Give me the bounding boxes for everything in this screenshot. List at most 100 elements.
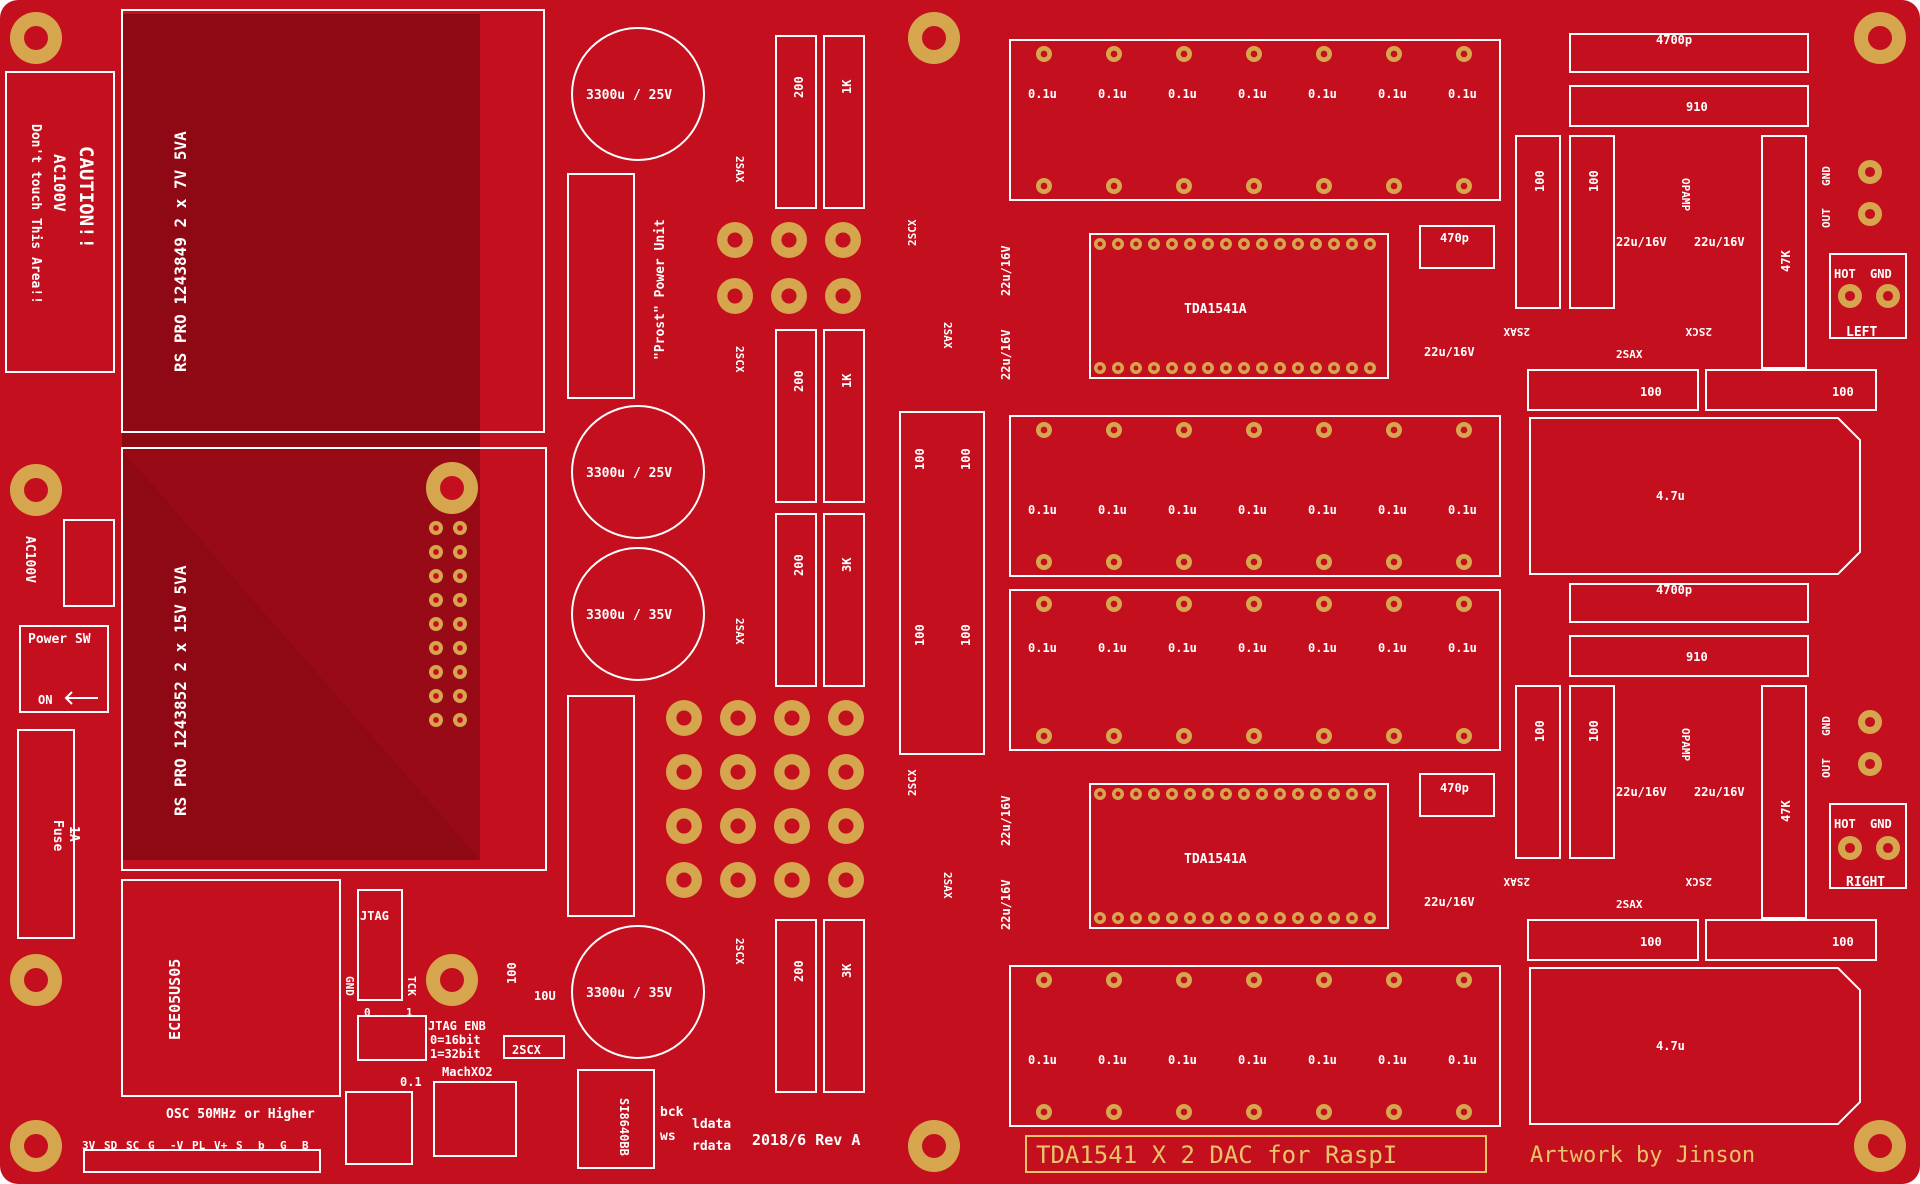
pad-hole xyxy=(1040,426,1048,434)
pad-hole xyxy=(1110,1108,1118,1116)
pad-hole xyxy=(1277,915,1283,921)
pad-hole xyxy=(1133,241,1139,247)
pad-hole xyxy=(1205,915,1211,921)
output-stage-outlines xyxy=(1419,33,1907,1125)
psu-res-2: 1K xyxy=(840,79,854,94)
big-cap-2-label: 3300u / 25V xyxy=(586,466,672,481)
pad-hole xyxy=(1295,791,1301,797)
caution-warning: Don't touch This Area!! xyxy=(28,124,43,304)
pad-hole xyxy=(1390,600,1398,608)
filter-cap-label: 0.1u xyxy=(1168,641,1197,655)
opamp-label: OPAMP xyxy=(1679,728,1692,761)
i2s-ldata: ldata xyxy=(692,1117,731,1132)
pad-hole xyxy=(1223,365,1229,371)
pin-header-label: 3V xyxy=(82,1139,96,1152)
board-title: TDA1541 X 2 DAC for RaspI xyxy=(1036,1141,1397,1169)
pad-hole xyxy=(433,549,439,555)
pad-hole xyxy=(1180,426,1188,434)
filter-cap-label: 0.1u xyxy=(1378,641,1407,655)
pad-hole xyxy=(433,645,439,651)
psu-resistor-frames xyxy=(775,35,865,1093)
pad-hole xyxy=(1320,558,1328,566)
pad-hole xyxy=(676,818,692,834)
pad-hole xyxy=(1313,791,1319,797)
cap-22u-input-label: 22u/16V xyxy=(1424,895,1475,909)
pad-hole xyxy=(838,872,854,888)
filter-cap-label: 0.1u xyxy=(1028,87,1057,101)
i2s-rdata: rdata xyxy=(692,1139,731,1154)
pad-hole xyxy=(1320,426,1328,434)
pad-hole xyxy=(730,818,746,834)
pad-hole xyxy=(1115,791,1121,797)
pad-hole xyxy=(1205,241,1211,247)
pad-hole xyxy=(838,818,854,834)
pad-hole xyxy=(1295,915,1301,921)
filter-cap-label: 0.1u xyxy=(1098,87,1127,101)
out-label: OUT xyxy=(1820,208,1833,228)
pad-hole xyxy=(1110,558,1118,566)
cap-470p-label: 470p xyxy=(1440,781,1469,795)
pad-hole xyxy=(433,597,439,603)
pad-hole xyxy=(784,872,800,888)
pad-hole xyxy=(1169,915,1175,921)
pad-hole xyxy=(838,764,854,780)
pad-hole xyxy=(1169,241,1175,247)
pad-hole xyxy=(433,717,439,723)
title-box xyxy=(1025,1135,1487,1173)
big-cap-3-label: 3300u / 35V xyxy=(586,608,672,623)
pad-hole xyxy=(1223,915,1229,921)
pin-header-label: G xyxy=(148,1139,155,1152)
revision-label: 2018/6 Rev A xyxy=(752,1131,860,1149)
jtag-option-0: 0=16bit xyxy=(430,1033,481,1047)
pad-hole xyxy=(1313,365,1319,371)
res-100-label: 100 xyxy=(1832,935,1854,949)
pad-hole xyxy=(1259,241,1265,247)
pad-hole xyxy=(1882,842,1894,854)
pad-hole xyxy=(1277,241,1283,247)
filter-cap-label: 0.1u xyxy=(1238,87,1267,101)
pad-hole xyxy=(1250,182,1258,190)
cap-4-7u-label: 4.7u xyxy=(1656,489,1685,503)
pad-hole xyxy=(1180,976,1188,984)
pad-hole xyxy=(457,525,463,531)
pad-hole xyxy=(730,764,746,780)
pad-hole xyxy=(1460,600,1468,608)
pad-hole xyxy=(457,573,463,579)
pad-hole xyxy=(1460,182,1468,190)
pad-hole xyxy=(1110,50,1118,58)
pad-hole xyxy=(1864,208,1876,220)
pad-hole xyxy=(1349,241,1355,247)
pad-hole xyxy=(1460,50,1468,58)
big-caps xyxy=(571,27,705,1059)
pad-hole xyxy=(730,872,746,888)
caution-voltage: AC100V xyxy=(50,154,69,212)
psu-res-1: 200 xyxy=(792,76,806,98)
pad-hole xyxy=(1844,290,1856,302)
pad-hole xyxy=(1320,1108,1328,1116)
pad-hole xyxy=(457,645,463,651)
pad-hole xyxy=(1110,426,1118,434)
cap-22u-input-label: 22u/16V xyxy=(1424,345,1475,359)
pad-hole xyxy=(784,764,800,780)
jtag-option-1: 1=32bit xyxy=(430,1047,481,1061)
dac-cap-right-1: 22u/16V xyxy=(999,795,1013,846)
pad-hole xyxy=(1110,732,1118,740)
filter-cap-label: 0.1u xyxy=(1308,503,1337,517)
mid-res-2: 100 xyxy=(959,448,973,470)
pad-hole xyxy=(1187,241,1193,247)
pad-hole xyxy=(1277,365,1283,371)
pad-hole xyxy=(1250,558,1258,566)
pad-hole xyxy=(1259,915,1265,921)
filter-cap-label: 0.1u xyxy=(1098,1053,1127,1067)
filter-cap-label: 0.1u xyxy=(1028,503,1057,517)
cap-22u-label: 22u/16V xyxy=(1694,785,1745,799)
pad-hole xyxy=(1110,600,1118,608)
res-100-label: 100 xyxy=(1533,170,1547,192)
cpld-label: MachXO2 xyxy=(442,1065,493,1079)
pad-hole xyxy=(1331,915,1337,921)
big-cap-1 xyxy=(571,27,705,161)
